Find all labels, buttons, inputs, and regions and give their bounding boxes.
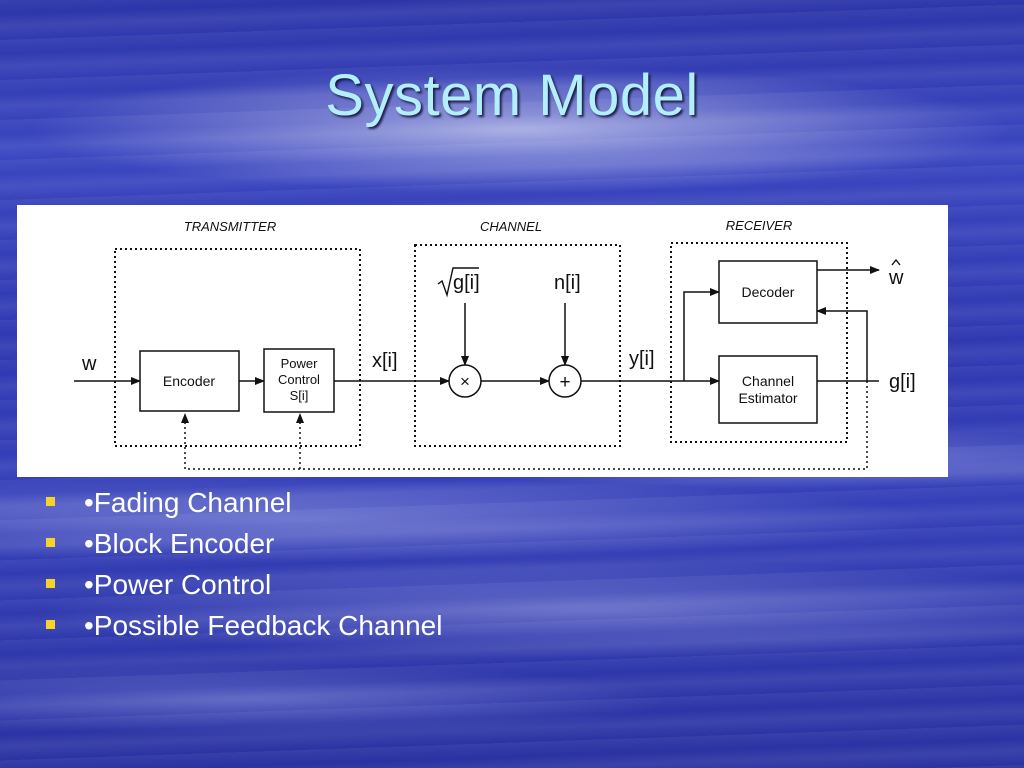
- estimate-to-decoder-arrow: [816, 307, 868, 381]
- channel-estimator-label-2: Estimator: [738, 390, 797, 406]
- noise-label: n[i]: [554, 272, 581, 294]
- power-control-label-1: Power: [281, 356, 319, 371]
- sqrt-symbol: [437, 267, 479, 298]
- bullet-marker-icon: [46, 497, 55, 506]
- bullet-list: •Fading Channel •Block Encoder •Power Co…: [44, 484, 442, 648]
- bullet-item: •Block Encoder: [44, 525, 442, 566]
- bullet-item: •Possible Feedback Channel: [44, 607, 442, 648]
- channel-estimator-label-1: Channel: [742, 373, 794, 389]
- channel-label: CHANNEL: [480, 219, 542, 234]
- bullet-text: •Power Control: [84, 569, 272, 600]
- bullet-item: •Power Control: [44, 566, 442, 607]
- transmitter-label: TRANSMITTER: [184, 219, 276, 234]
- encoder-label: Encoder: [163, 373, 215, 389]
- system-model-diagram: TRANSMITTER CHANNEL RECEIVER Encoder Pow…: [17, 205, 948, 477]
- hat-symbol: [891, 258, 901, 266]
- channel-estimator-block: [718, 355, 818, 424]
- decoder-label: Decoder: [742, 284, 795, 300]
- bullet-marker-icon: [46, 620, 55, 629]
- input-w-label: w: [81, 353, 97, 375]
- slide-title: System Model: [325, 63, 699, 128]
- bullet-marker-icon: [46, 579, 55, 588]
- estimate-output-label: g[i]: [889, 371, 916, 393]
- block-diagram-svg: TRANSMITTER CHANNEL RECEIVER Encoder Pow…: [74, 218, 916, 470]
- bullet-text: •Possible Feedback Channel: [84, 610, 443, 641]
- power-control-block: [263, 348, 335, 413]
- rx-input-label: y[i]: [629, 348, 655, 370]
- power-control-label-3: S[i]: [290, 388, 309, 403]
- output-w-hat-label: w: [888, 267, 904, 289]
- bullet-text: •Fading Channel: [84, 487, 292, 518]
- add-symbol: +: [559, 372, 570, 393]
- channel-box: [414, 244, 621, 447]
- multiply-symbol: ×: [460, 372, 470, 391]
- bullet-marker-icon: [46, 538, 55, 547]
- power-control-label-2: Control: [278, 372, 320, 387]
- encoder-block: [139, 350, 240, 412]
- bullet-text: •Block Encoder: [84, 528, 275, 559]
- transmitter-box: [114, 248, 361, 447]
- fading-label: g[i]: [453, 272, 480, 294]
- receiver-label: RECEIVER: [726, 218, 792, 233]
- bullet-item: •Fading Channel: [44, 484, 442, 525]
- branch-to-decoder-arrow: [683, 288, 720, 381]
- tx-output-label: x[i]: [372, 350, 398, 372]
- receiver-box: [670, 242, 848, 443]
